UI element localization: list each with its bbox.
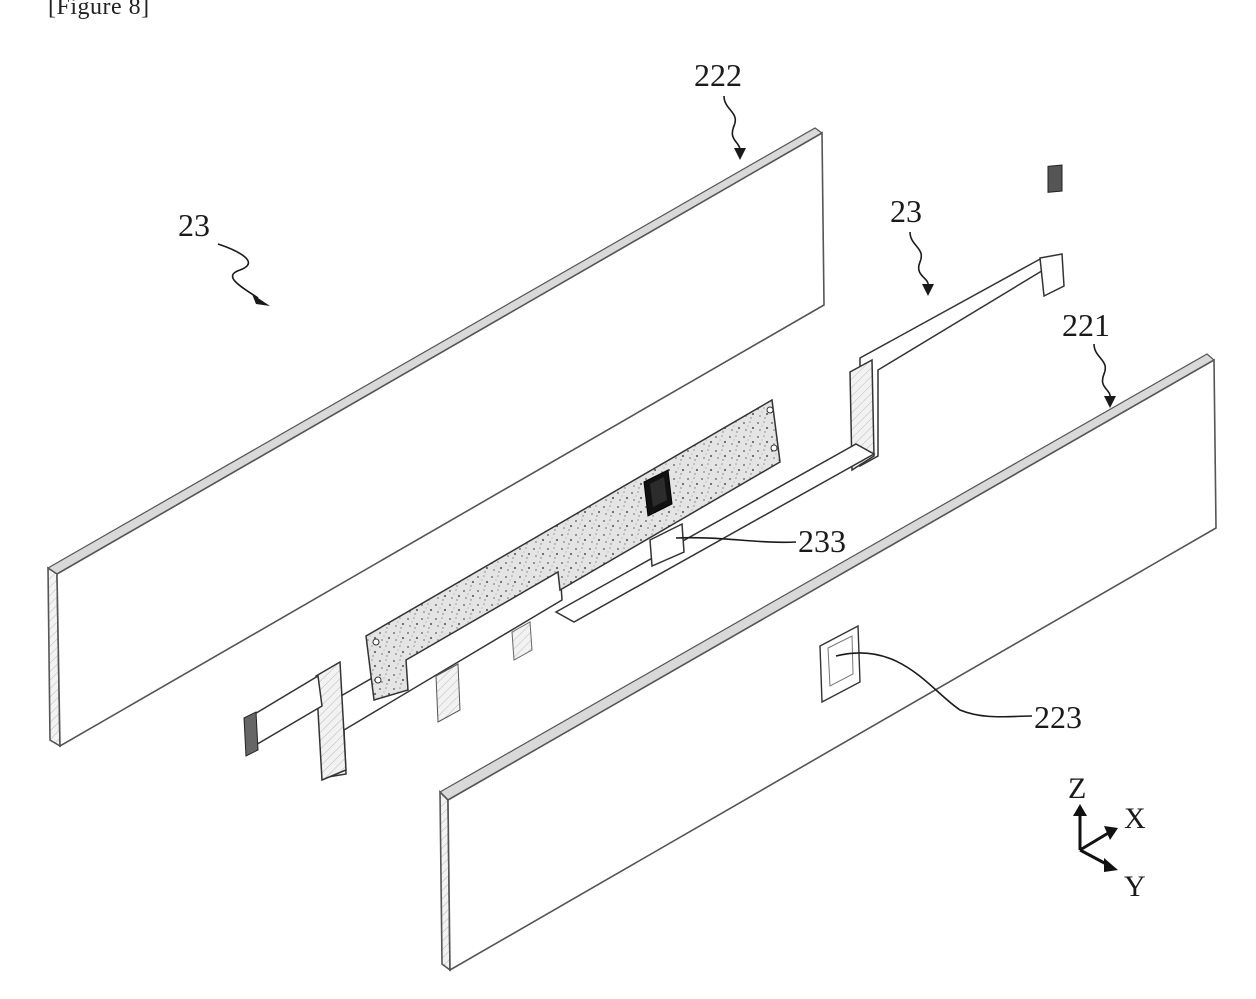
leader-222 — [724, 96, 746, 160]
label-23-left: 23 — [178, 207, 210, 243]
axis-x-label: X — [1124, 802, 1146, 835]
leader-23-left — [218, 244, 270, 306]
axis-z-label: Z — [1068, 772, 1086, 805]
coordinate-axes: Z X Y — [1068, 772, 1146, 903]
label-23-right: 23 — [890, 193, 922, 229]
leader-23-right — [910, 232, 934, 296]
label-233: 233 — [798, 523, 846, 559]
label-222: 222 — [694, 57, 742, 93]
figure-caption: [Figure 8] — [48, 0, 150, 21]
label-221: 221 — [1062, 307, 1110, 343]
leader-221 — [1094, 344, 1116, 408]
label-223: 223 — [1034, 699, 1082, 735]
axis-y-label: Y — [1124, 870, 1146, 903]
